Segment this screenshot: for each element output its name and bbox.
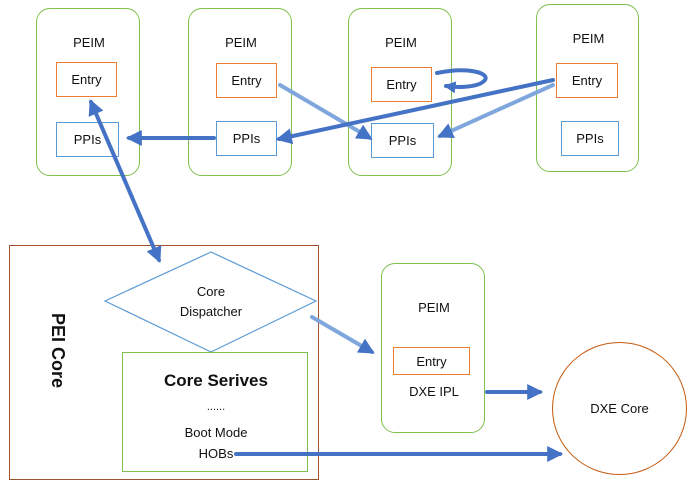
pei-core-label-wrap: PEI Core xyxy=(8,312,108,387)
dxe-ipl-label: DXE IPL xyxy=(409,384,459,399)
boot-mode-label: Boot Mode xyxy=(184,425,248,440)
peim-1-title: PEIM xyxy=(73,35,105,50)
arrow-dispatcher-to-dxe-peim xyxy=(310,315,375,354)
peim-2-title: PEIM xyxy=(225,35,257,50)
dxe-peim-title: PEIM xyxy=(418,300,450,315)
dxe-core-label: DXE Core xyxy=(590,401,649,416)
peim-2-ppis: PPIs xyxy=(216,121,277,156)
peim-1-ppis: PPIs xyxy=(56,122,119,157)
dispatcher-label-2: Dispatcher xyxy=(179,304,243,319)
core-services-box: Core Serives ...... Boot Mode HOBs xyxy=(122,352,308,472)
pei-core-label: PEI Core xyxy=(48,312,69,388)
hobs-label: HOBs xyxy=(198,446,234,461)
dxe-peim-entry: Entry xyxy=(393,347,470,375)
peim-4-title: PEIM xyxy=(572,31,605,46)
dispatcher-label-1: Core xyxy=(196,284,226,299)
peim-4-entry: Entry xyxy=(556,63,618,98)
peim-1-entry: Entry xyxy=(56,62,117,97)
core-services-title: Core Serives xyxy=(164,371,268,390)
peim-3-title: PEIM xyxy=(385,35,417,50)
peim-2-entry: Entry xyxy=(216,63,277,98)
core-services-ellipsis: ...... xyxy=(206,401,226,413)
peim-4-ppis: PPIs xyxy=(561,121,619,156)
peim-3-entry: Entry xyxy=(371,67,432,102)
dxe-core: DXE Core xyxy=(552,342,687,475)
peim-3-ppis: PPIs xyxy=(371,123,434,158)
